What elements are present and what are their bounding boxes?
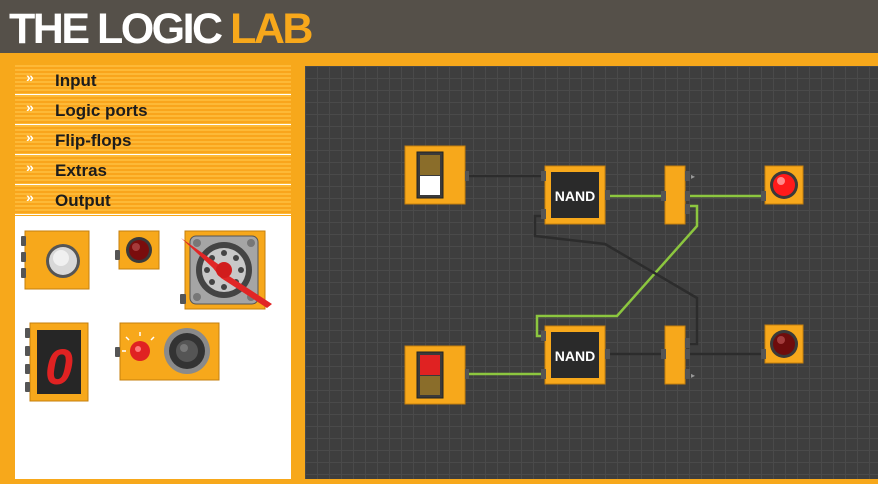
circuit-diagram: NAND NAND ▸ ▸	[404, 145, 804, 405]
output-led-2[interactable]	[761, 324, 804, 364]
menu-item-flip-flops[interactable]: » Flip-flops	[15, 125, 291, 155]
component-panel: » Input » Logic ports » Flip-flops » Ext…	[15, 65, 291, 479]
wire-feedback-to-nand1[interactable]	[533, 214, 699, 346]
fan-component[interactable]	[180, 230, 272, 310]
menu-item-extras[interactable]: » Extras	[15, 155, 291, 185]
menu-item-label: Input	[55, 71, 97, 90]
speaker-component[interactable]	[115, 322, 220, 381]
seven-segment-display-component[interactable]: 0	[25, 322, 89, 402]
output-led-1[interactable]	[761, 165, 804, 205]
arrow-right-icon: ▸	[691, 371, 695, 380]
button-light-component[interactable]	[21, 230, 90, 290]
led-component[interactable]	[115, 230, 160, 270]
chevron-right-icon: »	[26, 69, 34, 85]
wire-splitter-1[interactable]: ▸	[661, 165, 695, 225]
wires	[467, 174, 765, 376]
chevron-right-icon: »	[26, 189, 34, 205]
app-header: THE LOGIC LAB	[0, 0, 878, 53]
circuit-canvas[interactable]: NAND NAND ▸ ▸	[305, 66, 878, 479]
menu-item-logic-ports[interactable]: » Logic ports	[15, 95, 291, 125]
toggle-switch-1[interactable]	[404, 145, 469, 205]
arrow-right-icon: ▸	[691, 172, 695, 181]
menu-item-input[interactable]: » Input	[15, 65, 291, 95]
chevron-right-icon: »	[26, 129, 34, 145]
app-title: THE LOGIC LAB	[9, 3, 313, 55]
menu-item-label: Extras	[55, 161, 107, 180]
menu-item-label: Logic ports	[55, 101, 148, 120]
nand-gate-2[interactable]: NAND	[541, 325, 610, 385]
app-title-accent: LAB	[230, 5, 313, 53]
nand-gate-2-label: NAND	[555, 348, 595, 364]
app-title-main: THE LOGIC	[9, 5, 231, 53]
wire-splitter-2[interactable]: ▸	[661, 325, 695, 385]
chevron-right-icon: »	[26, 99, 34, 115]
nand-gate-1-label: NAND	[555, 188, 595, 204]
menu-item-label: Flip-flops	[55, 131, 132, 150]
seven-segment-digit: 0	[45, 339, 73, 395]
menu-item-output[interactable]: » Output	[15, 185, 291, 215]
chevron-right-icon: »	[26, 159, 34, 175]
wire-feedback-to-nand2[interactable]	[535, 204, 699, 338]
nand-gate-1[interactable]: NAND	[541, 165, 610, 225]
menu-item-label: Output	[55, 191, 111, 210]
output-components-palette: 0	[15, 216, 291, 479]
toggle-switch-2[interactable]	[404, 345, 469, 405]
palette-graphics: 0	[21, 230, 272, 402]
